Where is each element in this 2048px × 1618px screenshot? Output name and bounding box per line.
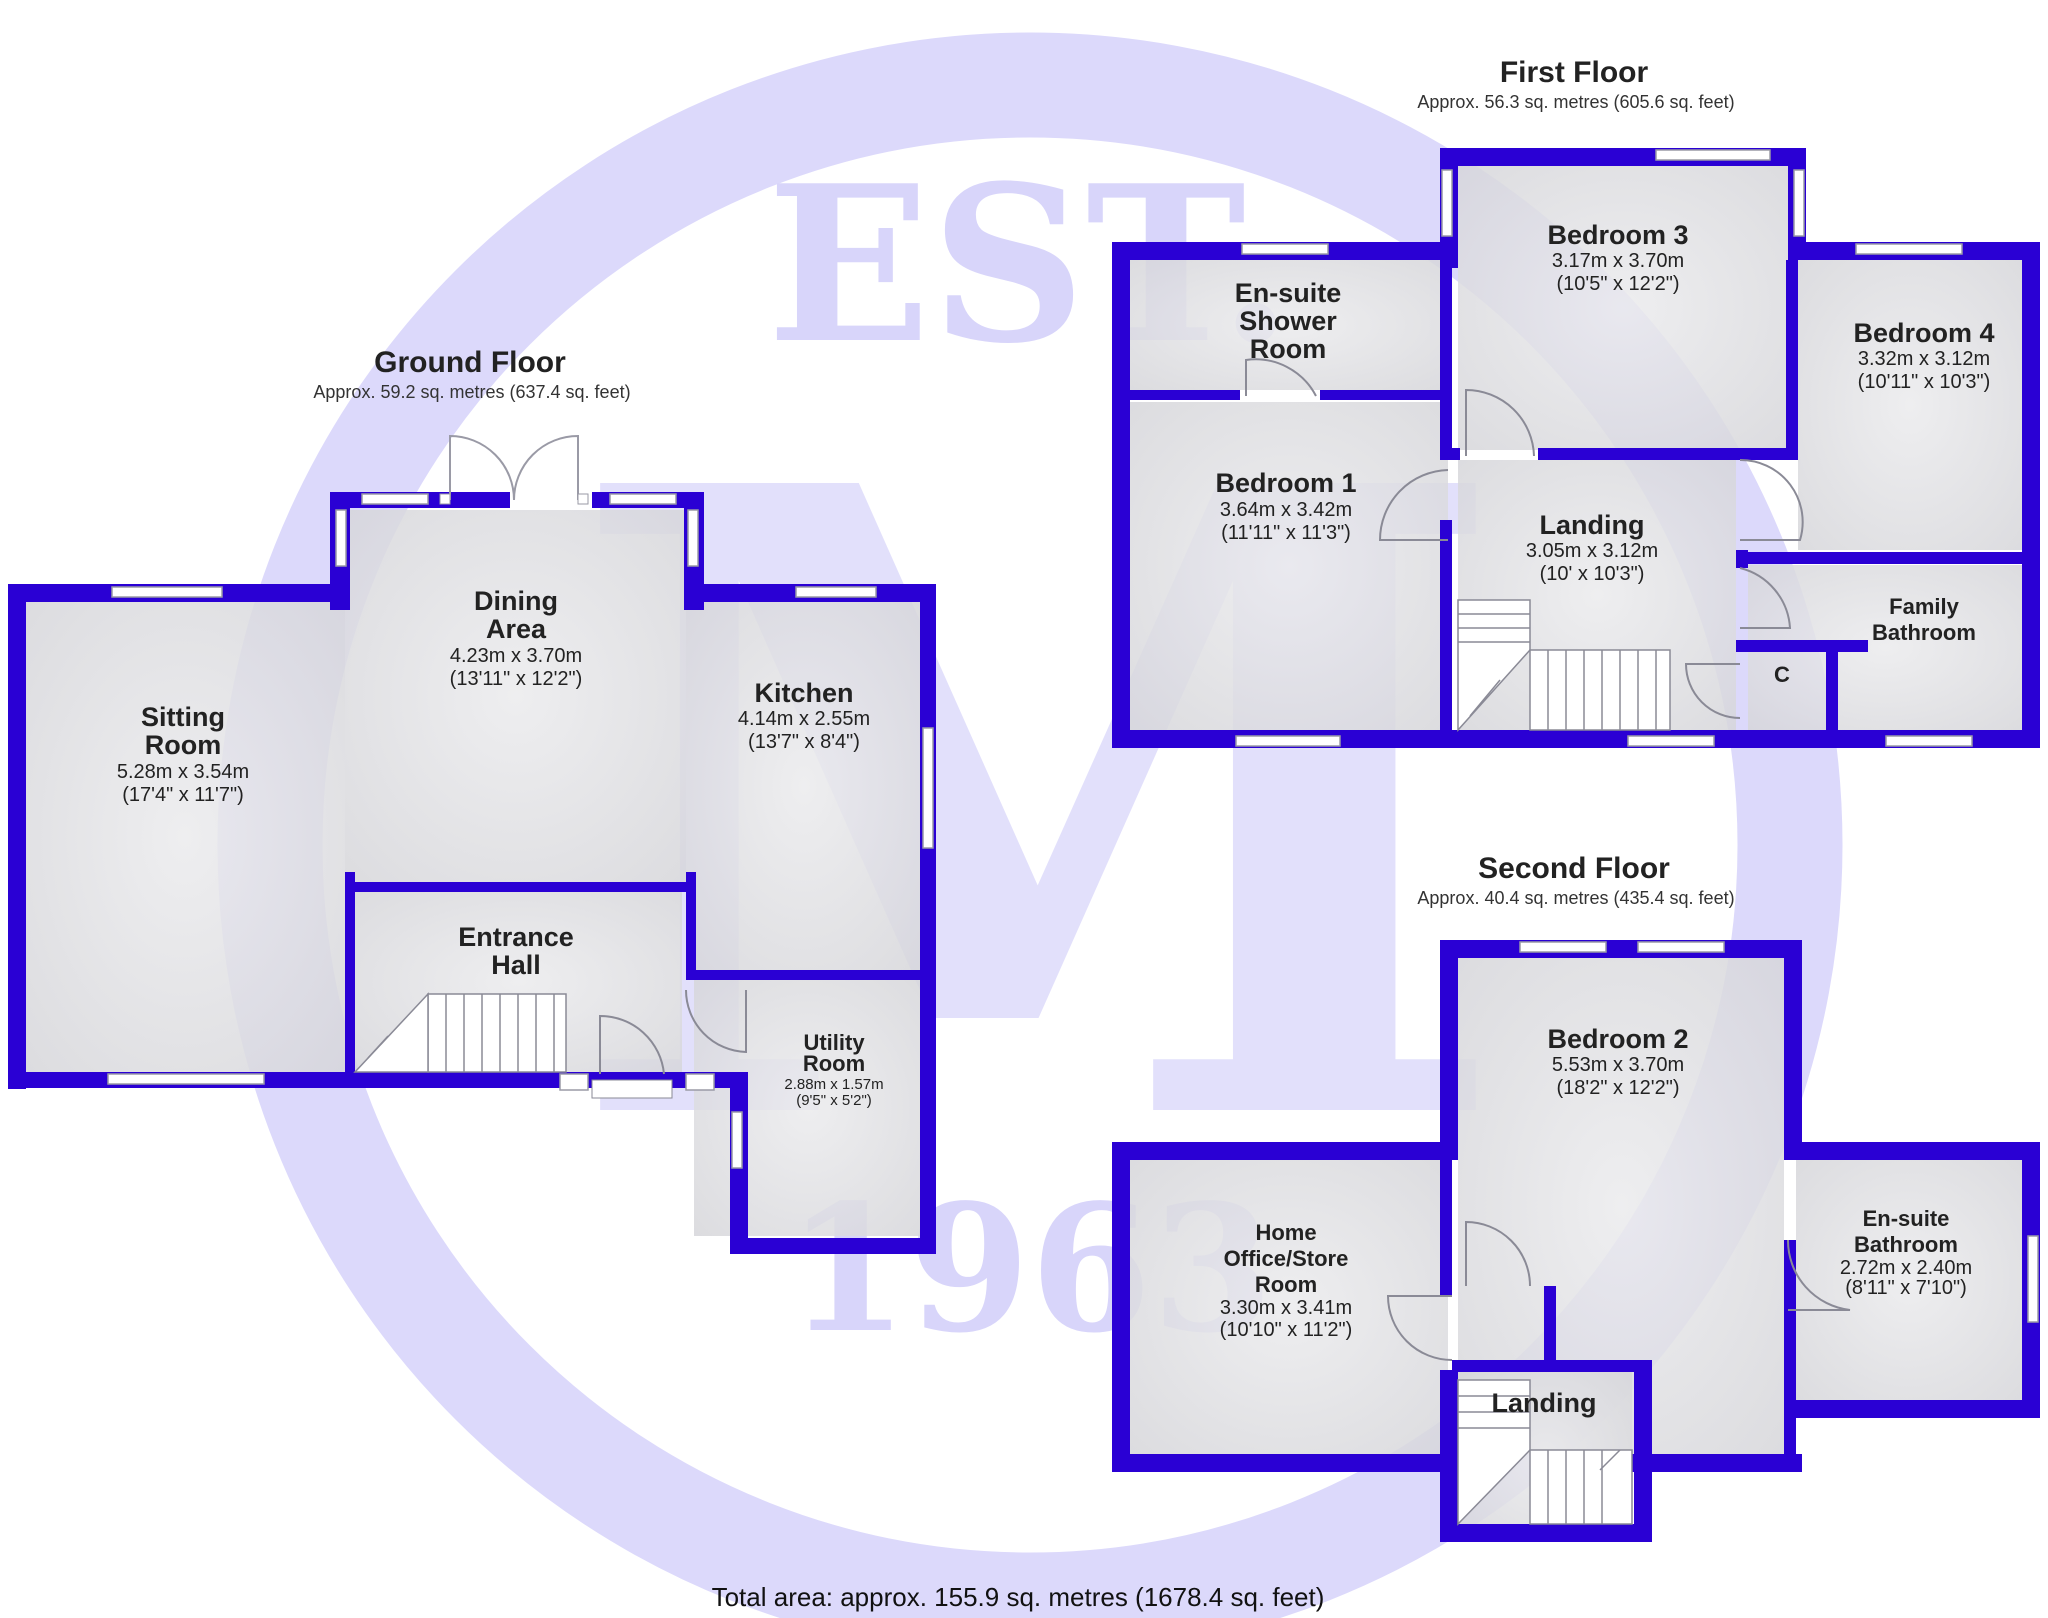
dining-area-metric: 4.23m x 3.70m: [450, 645, 582, 667]
family-bathroom-name: Family: [1889, 594, 1959, 619]
ensuite-shower-name-3: Room: [1250, 334, 1327, 364]
home-office-metric: 3.30m x 3.41m: [1220, 1297, 1352, 1319]
bedroom-3-name: Bedroom 3: [1547, 220, 1688, 250]
home-office-floor: [1130, 1160, 1448, 1454]
first-floor: First Floor Approx. 56.3 sq. metres (605…: [1112, 56, 2040, 748]
ensuite-bathroom-name: En-suite: [1863, 1206, 1950, 1231]
second-floor-area: Approx. 40.4 sq. metres (435.4 sq. feet): [1417, 888, 1734, 908]
ground-floor: Ground Floor Approx. 59.2 sq. metres (63…: [8, 346, 936, 1254]
second-stairs: [1457, 1379, 1633, 1526]
sitting-room-name: Sitting: [141, 702, 225, 732]
home-office-imperial: (10'10" x 11'2"): [1220, 1319, 1353, 1341]
ground-doors: [599, 989, 747, 1075]
bedroom-3-metric: 3.17m x 3.70m: [1552, 250, 1684, 272]
landing-1-imperial: (10' x 10'3"): [1540, 563, 1645, 585]
second-doors: [1386, 1220, 1851, 1361]
utility-room-metric: 2.88m x 1.57m: [784, 1076, 883, 1093]
bedroom-1-floor: [1130, 402, 1448, 730]
sitting-room-floor: [24, 602, 345, 1072]
kitchen-imperial: (13'7" x 8'4"): [748, 731, 860, 753]
landing-1-metric: 3.05m x 3.12m: [1526, 540, 1658, 562]
bedroom-1-metric: 3.64m x 3.42m: [1220, 499, 1352, 521]
bedroom-4-metric: 3.32m x 3.12m: [1858, 348, 1990, 370]
ensuite-bathroom-imperial: (8'11" x 7'10"): [1845, 1277, 1967, 1299]
entrance-hall-name: Entrance: [458, 922, 574, 952]
cupboard-name: C: [1774, 662, 1790, 687]
kitchen-floor: [686, 602, 922, 970]
second-floor-title: Second Floor: [1478, 852, 1670, 885]
bedroom-3-imperial: (10'5" x 12'2"): [1556, 273, 1679, 295]
bedroom-4-floor: [1798, 260, 2022, 550]
ground-floor-title: Ground Floor: [374, 346, 566, 379]
utility-room-imperial: (9'5" x 5'2"): [796, 1092, 872, 1109]
bedroom-4-name: Bedroom 4: [1853, 318, 1994, 348]
dining-area-name: Dining: [474, 586, 558, 616]
dining-area-floor: [345, 510, 686, 882]
sitting-room-metric: 5.28m x 3.54m: [117, 761, 249, 783]
kitchen-name: Kitchen: [754, 678, 853, 708]
ensuite-bathroom-metric: 2.72m x 2.40m: [1840, 1257, 1972, 1279]
dining-area-imperial: (13'11" x 12'2"): [450, 668, 583, 690]
first-doors: [1245, 358, 1804, 719]
bedroom-3-floor: [1458, 165, 1788, 450]
dining-area-name-2: Area: [486, 614, 547, 644]
kitchen-metric: 4.14m x 2.55m: [738, 708, 870, 730]
ground-floor-area: Approx. 59.2 sq. metres (637.4 sq. feet): [313, 382, 630, 402]
ensuite-shower-name: En-suite: [1235, 278, 1342, 308]
first-walls: [1112, 148, 2040, 748]
home-office-name-3: Room: [1255, 1272, 1317, 1297]
first-stairs: [1457, 599, 1671, 732]
second-floor: Second Floor Approx. 40.4 sq. metres (43…: [1112, 852, 2040, 1542]
first-floor-area: Approx. 56.3 sq. metres (605.6 sq. feet): [1417, 92, 1734, 112]
bedroom-2-metric: 5.53m x 3.70m: [1552, 1054, 1684, 1076]
first-windows: [1235, 149, 1973, 747]
sitting-room-name-2: Room: [145, 730, 222, 760]
sitting-room-imperial: (17'4" x 11'7"): [122, 784, 244, 806]
bedroom-2-imperial: (18'2" x 12'2"): [1556, 1077, 1679, 1099]
ground-french-doors: [449, 434, 579, 501]
home-office-name-2: Office/Store: [1224, 1246, 1349, 1271]
total-area: Total area: approx. 155.9 sq. metres (16…: [712, 1582, 1325, 1612]
home-office-name: Home: [1255, 1220, 1316, 1245]
ensuite-shower-name-2: Shower: [1239, 306, 1337, 336]
first-floor-title: First Floor: [1500, 56, 1649, 89]
landing-2-name: Landing: [1492, 1388, 1597, 1418]
utility-room-name: Utility: [803, 1030, 865, 1055]
bedroom-2-name: Bedroom 2: [1547, 1024, 1688, 1054]
bedroom-1-name: Bedroom 1: [1215, 468, 1356, 498]
family-bathroom-name-2: Bathroom: [1872, 620, 1976, 645]
bedroom-1-imperial: (11'11" x 11'3"): [1221, 522, 1351, 544]
bedroom-4-imperial: (10'11" x 10'3"): [1858, 371, 1991, 393]
ensuite-bathroom-name-2: Bathroom: [1854, 1232, 1958, 1257]
ensuite-bathroom-floor: [1796, 1160, 2022, 1400]
landing-1-name: Landing: [1540, 510, 1645, 540]
ground-stairs: [353, 992, 567, 1073]
ground-windows: [107, 493, 934, 1169]
second-windows: [1519, 941, 2039, 1323]
entrance-hall-name-2: Hall: [491, 950, 541, 980]
utility-room-name-2: Room: [803, 1051, 865, 1076]
